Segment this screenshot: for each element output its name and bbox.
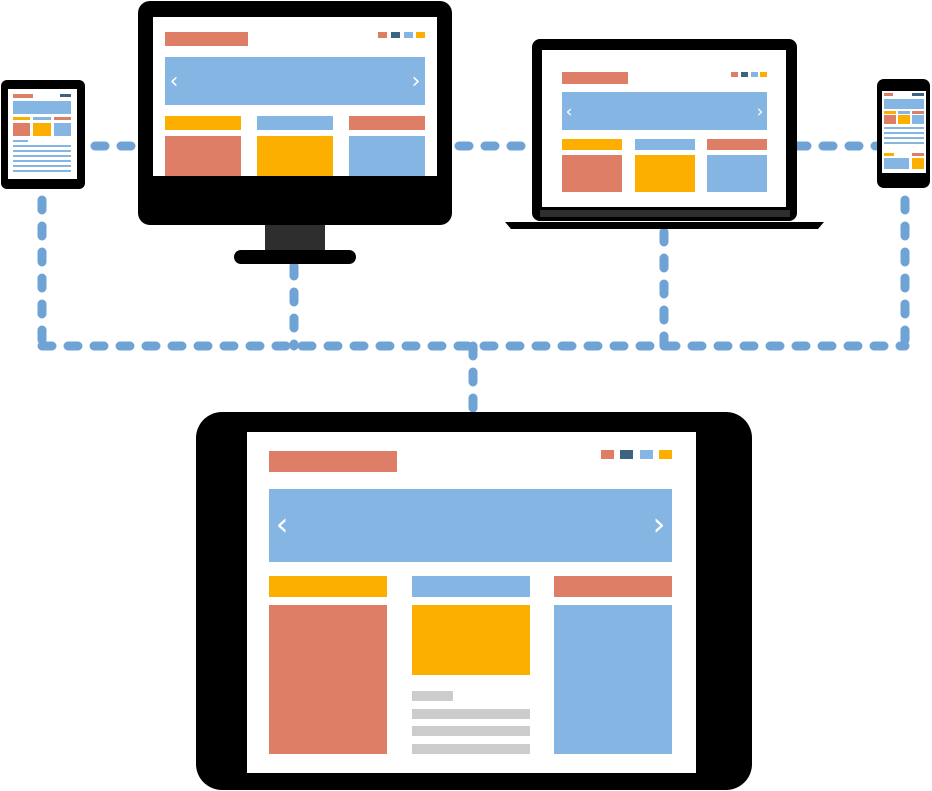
large-tablet-col2-text-line	[412, 709, 530, 719]
large-tablet-logo-bar	[269, 451, 397, 472]
small-tablet-text-line	[13, 155, 71, 157]
monitor-nav-dot	[391, 32, 400, 38]
chevron-left-icon: ‹	[170, 69, 179, 94]
small-tablet-logo-bar	[13, 94, 33, 98]
laptop-nav-dot	[760, 72, 767, 77]
large-tablet-col3-block	[554, 605, 672, 754]
monitor-banner	[165, 57, 425, 105]
large-tablet-col1-head	[269, 576, 387, 597]
phone-col1-head	[884, 111, 896, 114]
phone-text-line	[884, 127, 924, 129]
small-tablet-col1-head	[13, 117, 30, 120]
phone-nav-dots	[912, 93, 924, 96]
phone-block-right	[912, 158, 924, 169]
large-tablet: ‹ ›	[196, 412, 752, 790]
laptop-col1-block	[562, 155, 622, 192]
laptop-col3-head	[707, 139, 767, 150]
laptop-col1-head	[562, 139, 622, 150]
laptop-nav-dot	[741, 72, 748, 77]
large-tablet-col2-text-line	[412, 726, 530, 736]
phone-banner	[884, 99, 924, 109]
small-tablet-col2-head	[33, 117, 51, 120]
small-tablet-text-line	[13, 145, 71, 147]
large-tablet-nav-dot	[601, 450, 614, 459]
small-tablet-text-line	[13, 170, 71, 172]
monitor-col3-block	[349, 136, 425, 176]
laptop-banner	[562, 92, 767, 130]
large-tablet-nav-dot	[640, 450, 653, 459]
small-tablet-col3-head	[54, 117, 71, 120]
monitor-nav-dot	[404, 32, 413, 38]
large-tablet-col2-image	[412, 605, 530, 675]
small-tablet-col1-block	[13, 123, 30, 136]
phone-col-head-right	[912, 153, 924, 156]
monitor-col3-head	[349, 116, 425, 130]
small-tablet-col3-block	[54, 123, 71, 136]
small-tablet-text-line	[13, 140, 28, 142]
laptop-base	[505, 222, 824, 229]
small-tablet-text-line	[13, 165, 71, 167]
chevron-right-icon: ›	[757, 102, 764, 122]
monitor-col1-head	[165, 116, 241, 130]
small-tablet-banner	[13, 101, 71, 114]
large-tablet-col1-block	[269, 605, 387, 754]
chevron-left-icon: ‹	[276, 505, 289, 543]
phone-col1-block	[884, 115, 896, 124]
large-tablet-nav-dot	[659, 450, 672, 459]
small-tablet-col2-block	[33, 123, 51, 136]
small-tablet-text-line	[13, 160, 71, 162]
chevron-right-icon: ›	[412, 69, 421, 94]
phone-col2-block	[898, 115, 910, 124]
smartphone	[877, 79, 930, 188]
small-tablet-nav-dots	[60, 94, 71, 97]
phone-block-left	[884, 158, 909, 169]
chevron-right-icon: ›	[653, 505, 666, 543]
phone-text-line	[884, 142, 924, 144]
phone-logo-bar	[884, 93, 893, 96]
laptop-nav-dot	[751, 72, 758, 77]
large-tablet-col2-text-short	[412, 691, 453, 701]
monitor-col1-block	[165, 136, 241, 176]
monitor-col2-head	[257, 116, 333, 130]
large-tablet-col2-head	[412, 576, 530, 597]
laptop-logo-bar	[562, 72, 628, 84]
monitor-nav-dot	[378, 32, 387, 38]
phone-col3-block	[912, 115, 924, 124]
laptop-col3-block	[707, 155, 767, 192]
phone-col3-head	[912, 111, 924, 114]
monitor-nav-dot	[416, 32, 425, 38]
laptop: ‹ ›	[505, 39, 824, 229]
desktop-monitor: ‹ ›	[138, 1, 452, 264]
phone-text-line	[884, 137, 924, 139]
monitor-col2-block	[257, 136, 333, 176]
monitor-logo-bar	[165, 32, 248, 46]
phone-col-head-left	[884, 153, 894, 156]
large-tablet-nav-dot	[620, 450, 633, 459]
laptop-nav-dot	[731, 72, 738, 77]
laptop-hinge	[540, 210, 790, 217]
laptop-col2-block	[635, 155, 695, 192]
phone-col2-head	[898, 111, 910, 114]
laptop-col2-head	[635, 139, 695, 150]
small-tablet-text-line	[13, 150, 71, 152]
small-tablet	[1, 80, 85, 189]
monitor-base	[234, 250, 356, 264]
large-tablet-col3-head	[554, 576, 672, 597]
large-tablet-col2-text-line	[412, 744, 530, 754]
large-tablet-banner	[269, 489, 672, 562]
chevron-left-icon: ‹	[566, 102, 573, 122]
phone-text-line	[884, 132, 924, 134]
